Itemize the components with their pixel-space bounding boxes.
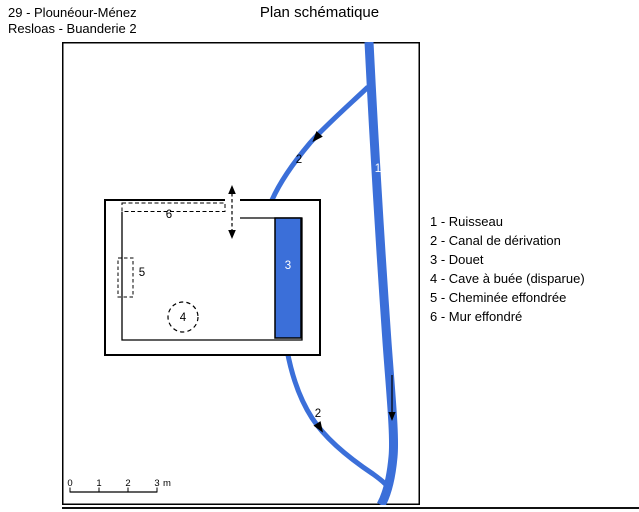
collapsed-wall-dashed <box>121 202 226 212</box>
plan-drawing: 1 2 2 3 4 5 6 0 1 2 3 m <box>62 42 420 505</box>
legend-item-cheminee: 5 - Cheminée effondrée <box>430 290 567 305</box>
scale-tick-3: 3 <box>154 478 159 489</box>
river-flow-arrow <box>388 375 396 421</box>
marker-cave-label: 4 <box>180 312 187 324</box>
legend-item-canal: 2 - Canal de dérivation <box>430 233 561 248</box>
river-stream <box>364 42 399 505</box>
canal-upper <box>269 85 370 202</box>
canal-upper-flow-arrowhead <box>312 131 323 143</box>
legend-item-cave: 4 - Cave à buée (disparue) <box>430 271 585 286</box>
legend-item-ruisseau: 1 - Ruisseau <box>430 214 503 229</box>
marker-canal-upper-label: 2 <box>296 154 302 166</box>
site-label: Resloas - Buanderie 2 <box>8 21 137 36</box>
marker-ruisseau-label: 1 <box>375 163 381 175</box>
chimney-dashed <box>117 257 134 298</box>
legend-item-douet: 3 - Douet <box>430 252 484 267</box>
wall-gap-arrowhead-down <box>228 230 236 239</box>
scale-tick-2: 2 <box>125 478 130 489</box>
scale-tick-1: 1 <box>96 478 101 489</box>
wall-gap-arrowhead-up <box>228 185 236 194</box>
commune-label: 29 - Plounéour-Ménez <box>8 5 137 20</box>
canal-lower-flow-arrowhead <box>313 421 323 433</box>
scale-unit: m <box>163 478 171 489</box>
scale-tick-0: 0 <box>67 478 72 489</box>
bottom-rule <box>62 507 639 509</box>
header: 29 - Plounéour-Ménez Resloas - Buanderie… <box>8 5 137 37</box>
building-outer-wall <box>104 199 321 356</box>
marker-douet-label: 3 <box>285 260 291 272</box>
canal-lower <box>284 349 391 490</box>
cave-dashed-circle <box>167 301 199 333</box>
legend: 1 - Ruisseau 2 - Canal de dérivation 3 -… <box>430 212 585 326</box>
river-flow-arrowhead <box>388 412 396 421</box>
scale-bar: 0 1 2 3 m <box>67 478 171 493</box>
wall-gap-arrow <box>228 185 236 239</box>
marker-cheminee-label: 5 <box>139 267 145 279</box>
marker-mur-label: 6 <box>166 209 172 221</box>
page-title: Plan schématique <box>259 4 380 21</box>
marker-canal-lower-label: 2 <box>315 408 321 420</box>
douet-basin <box>274 217 302 339</box>
legend-item-mur: 6 - Mur effondré <box>430 309 523 324</box>
